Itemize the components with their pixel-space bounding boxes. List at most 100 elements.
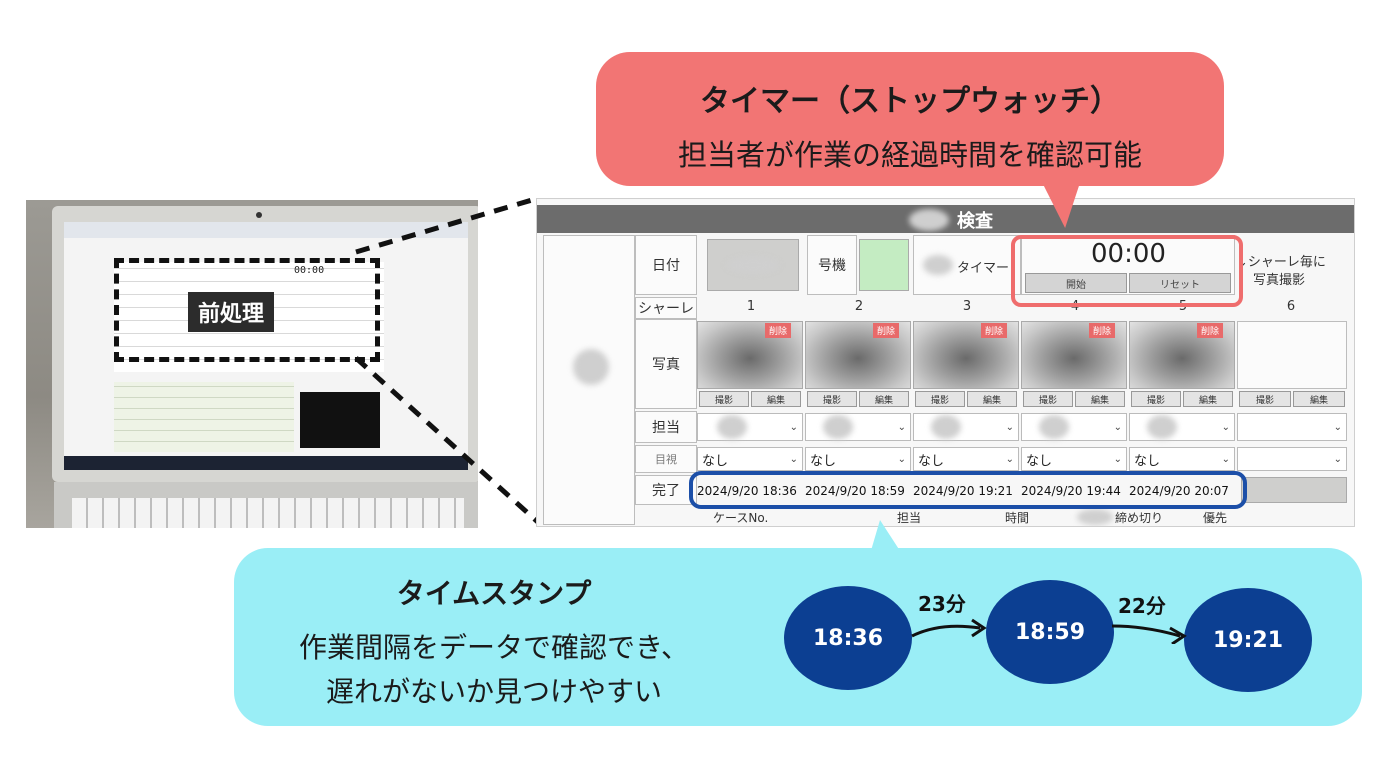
preprocess-highlight [114, 258, 380, 362]
date-label: 日付 [635, 235, 697, 295]
edit-button-4[interactable]: 編集 [1075, 391, 1125, 407]
dish-number-3: 3 [962, 299, 972, 314]
edit-button-1[interactable]: 編集 [751, 391, 801, 407]
visual-label: 目視 [635, 445, 697, 473]
mini-timer: 00:00 [294, 265, 325, 276]
chevron-down-icon: ⌄ [1221, 453, 1230, 465]
chevron-down-icon: ⌄ [897, 421, 906, 433]
visual-select-3-value: なし [918, 453, 945, 469]
chevron-down-icon: ⌄ [1005, 421, 1014, 433]
capture-button-4[interactable]: 撮影 [1023, 391, 1073, 407]
chevron-down-icon: ⌄ [897, 453, 906, 465]
timer-label: タイマー [957, 261, 1010, 276]
footer-priority: 優先 [1203, 511, 1228, 525]
dish-number-6: 6 [1286, 299, 1296, 314]
timestamp-callout: タイムスタンプ 作業間隔をデータで確認でき、 遅れがないか見つけやすい 18:3… [234, 548, 1362, 726]
blurred-owner-1 [717, 415, 747, 439]
chevron-down-icon: ⌄ [1005, 453, 1014, 465]
timer-callout-subtitle: 担当者が作業の経過時間を確認可能 [677, 138, 1142, 172]
visual-select-4[interactable]: なし ⌄ [1021, 447, 1127, 471]
blurred-owner-4 [1039, 415, 1069, 439]
machine-field[interactable] [859, 239, 909, 291]
timestamp-callout-title: タイムスタンプ [396, 577, 592, 610]
visual-select-1[interactable]: なし⌄ [697, 447, 803, 471]
taskbar [64, 456, 468, 470]
delete-button-3[interactable]: 削除 [981, 323, 1008, 338]
dish-photo-6-empty [1237, 321, 1347, 389]
edit-button-6[interactable]: 編集 [1293, 391, 1345, 407]
visual-select-6[interactable]: ⌄ [1237, 447, 1347, 471]
visual-select-3[interactable]: なし ⌄ [913, 447, 1019, 471]
capture-button-6[interactable]: 撮影 [1239, 391, 1291, 407]
owner-select-1[interactable]: ⌄ [697, 413, 803, 441]
chevron-down-icon: ⌄ [1221, 421, 1230, 433]
camera-preview [300, 392, 380, 448]
blurred-owner-5 [1147, 415, 1177, 439]
capture-button-3[interactable]: 撮影 [915, 391, 965, 407]
timestamp-3: 2024/9/20 19:21 [913, 484, 1013, 498]
blurred-date [727, 257, 779, 273]
visual-select-4-value: なし [1026, 453, 1053, 469]
webcam-icon [256, 212, 262, 218]
timestamp-callout-line1: 作業間隔をデータで確認でき、 [298, 631, 690, 664]
blurred-owner-3 [931, 415, 961, 439]
owner-select-2[interactable]: ⌄ [805, 413, 911, 441]
owner-select-5[interactable]: ⌄ [1129, 413, 1235, 441]
laptop-photo: 00:00 前処理 [26, 200, 478, 528]
dish-label: シャーレ [635, 297, 697, 319]
timestamp-4: 2024/9/20 19:44 [1021, 484, 1121, 498]
edit-button-5[interactable]: 編集 [1183, 391, 1233, 407]
reset-button[interactable]: リセット [1129, 273, 1231, 293]
edit-button-3[interactable]: 編集 [967, 391, 1017, 407]
gap-label-2: 22分 [1118, 594, 1166, 618]
timer-callout-title: タイマー（ストップウォッチ） [700, 84, 1120, 119]
note-line2: 写真撮影 [1253, 273, 1306, 288]
timestamp-5: 2024/9/20 20:07 [1129, 484, 1229, 498]
laptop-screen: 00:00 [64, 222, 468, 470]
note-line1: ↓シャーレ毎に [1237, 255, 1326, 270]
visual-select-2[interactable]: なし ⌄ [805, 447, 911, 471]
mini-lower-form [114, 382, 294, 452]
dish-number-1: 1 [746, 299, 756, 314]
photo-label: 写真 [635, 319, 697, 409]
capture-button-1[interactable]: 撮影 [699, 391, 749, 407]
capture-button-5[interactable]: 撮影 [1131, 391, 1181, 407]
blurred-timer [923, 255, 953, 275]
delete-button-4[interactable]: 削除 [1089, 323, 1116, 338]
delete-button-2[interactable]: 削除 [873, 323, 900, 338]
owner-select-6[interactable]: ⌄ [1237, 413, 1347, 441]
timestamp-highlight [689, 471, 1247, 509]
blurred-left [573, 349, 609, 385]
timestamp-callout-line2: 遅れがないか見つけやすい [325, 675, 662, 708]
done-label: 完了 [635, 475, 697, 505]
machine-label: 号機 [807, 235, 857, 295]
footer-deadline: 締め切り [1115, 511, 1164, 525]
arrow-right-icon [911, 618, 987, 638]
chevron-down-icon: ⌄ [789, 421, 798, 433]
edit-button-2[interactable]: 編集 [859, 391, 909, 407]
owner-select-3[interactable]: ⌄ [913, 413, 1019, 441]
start-button[interactable]: 開始 [1025, 273, 1127, 293]
footer-case-no: ケースNo. [713, 511, 769, 525]
chevron-down-icon: ⌄ [789, 453, 798, 465]
visual-select-5[interactable]: なし⌄ [1129, 447, 1235, 471]
gap-label-1: 23分 [918, 592, 966, 616]
delete-button-5[interactable]: 削除 [1197, 323, 1224, 338]
inspection-screen: 検査 日付 号機 タイマー 00:00 開始 リセット ↓シャーレ毎に 写真撮影… [537, 199, 1354, 526]
timestamp-2: 2024/9/20 18:59 [805, 484, 905, 498]
timestamp-1: 2024/9/20 18:36 [697, 484, 797, 498]
blurred-header [909, 209, 949, 231]
browser-bar [64, 222, 468, 238]
visual-select-2-value: なし [810, 453, 837, 469]
timer-callout: タイマー（ストップウォッチ） 担当者が作業の経過時間を確認可能 [596, 52, 1224, 186]
timestamp-6-empty [1241, 477, 1347, 503]
arrow-right-icon [1111, 624, 1187, 644]
owner-select-4[interactable]: ⌄ [1021, 413, 1127, 441]
delete-button-1[interactable]: 削除 [765, 323, 792, 338]
time-circle-2: 18:59 [986, 580, 1114, 684]
preprocess-label: 前処理 [188, 292, 275, 332]
capture-button-2[interactable]: 撮影 [807, 391, 857, 407]
blurred-owner-2 [823, 415, 853, 439]
dish-number-2: 2 [854, 299, 864, 314]
chevron-down-icon: ⌄ [1113, 453, 1122, 465]
